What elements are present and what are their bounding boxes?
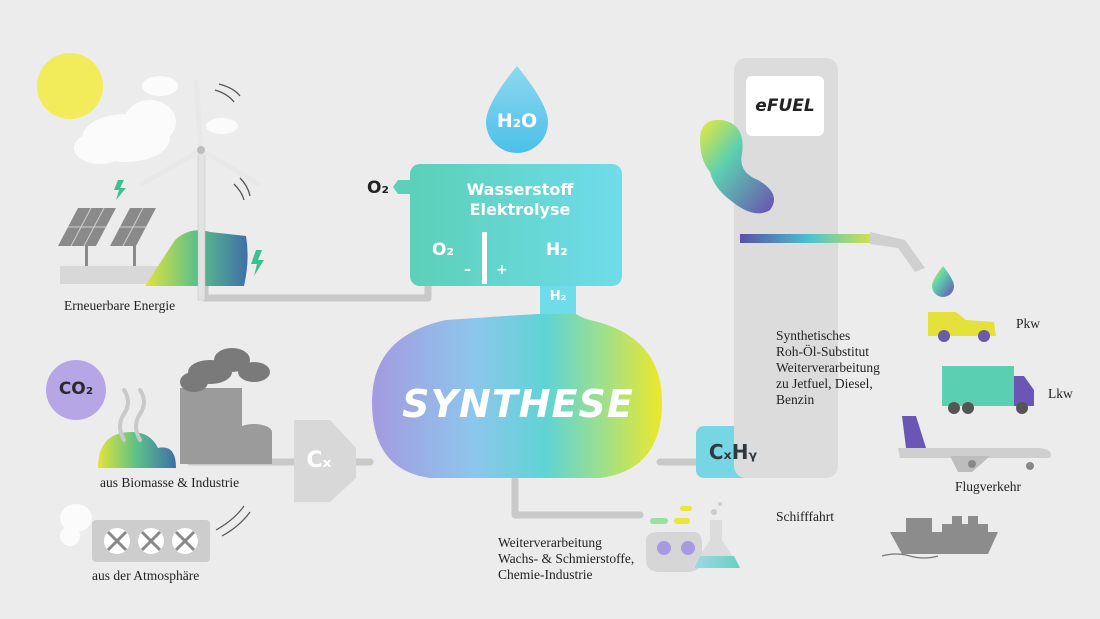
water-drop-icon: [486, 66, 548, 153]
wind-turbine-icon: [139, 79, 261, 301]
car-icon: [928, 312, 996, 342]
fuel-drop-icon: [932, 266, 954, 297]
plane-icon: [898, 416, 1051, 472]
atmosphere-label: aus der Atmosphäre: [92, 568, 200, 583]
energy-hill-icon: [145, 230, 248, 286]
substitute-line-5: Benzin: [776, 392, 815, 407]
sun-icon: [37, 53, 103, 119]
ship-icon: [881, 516, 998, 559]
electrolysis-o2-label: O₂: [432, 240, 454, 260]
electrolysis-title-line2: Elektrolyse: [469, 200, 571, 219]
crude-substitute-label: Synthetisches Roh-Öl-Substitut Weiterver…: [776, 328, 880, 408]
small-cloud-icon: [206, 118, 238, 134]
factory-icon: [180, 348, 272, 464]
efuel-brand-label: eFUEL: [755, 96, 815, 116]
car-label: Pkw: [1016, 316, 1041, 331]
small-cloud-icon: [142, 76, 178, 96]
solar-panel-icon: [58, 207, 170, 284]
electrolysis-plus-label: +: [496, 262, 508, 278]
h2-outlet: [540, 286, 576, 314]
ship-label: Schifffahrt: [776, 509, 834, 524]
synthese-label: SYNTHESE: [402, 382, 634, 426]
substitute-line-3: Weiterverarbeitung: [776, 360, 880, 375]
renewable-energy-label: Erneuerbare Energie: [64, 298, 176, 313]
co2-circle-icon: [46, 360, 106, 420]
h2-outlet-label: H₂: [549, 289, 567, 304]
o2-outlet-label: O₂: [367, 178, 389, 198]
fuel-blob-icon: [700, 119, 774, 214]
air-capture-icon: [60, 504, 251, 562]
electrolysis-h2-label: H₂: [546, 240, 568, 260]
substitute-line-4: zu Jetfuel, Diesel,: [776, 376, 873, 391]
lightning-icon: [114, 180, 264, 276]
electrolysis-title-line1: Wasserstoff: [466, 180, 574, 199]
electrode-divider: [482, 232, 487, 284]
chemistry-icon: [646, 502, 740, 572]
o2-outlet: [393, 180, 410, 194]
electrolysis-minus-label: –: [464, 262, 471, 278]
water-label: H₂O: [496, 110, 538, 132]
wind-lines-icon: [214, 83, 251, 201]
processing-line-3: Chemie-Industrie: [498, 567, 593, 582]
synthese-tank: [372, 314, 662, 478]
fuel-pump-icon: [734, 58, 925, 478]
plane-label: Flugverkehr: [955, 479, 1021, 494]
hydrocarbon-label: CₓHᵧ: [708, 440, 758, 464]
biomass-industry-label: aus Biomasse & Industrie: [100, 475, 240, 490]
substitute-line-2: Roh-Öl-Substitut: [776, 344, 870, 359]
cloud-icon: [74, 100, 176, 164]
truck-label: Lkw: [1048, 386, 1073, 401]
carbon-input-box: [294, 420, 356, 502]
processing-label: Weiterverarbeitung Wachs- & Schmierstoff…: [498, 535, 634, 583]
co2-label: CO₂: [58, 379, 94, 399]
biomass-icon: [98, 388, 176, 468]
truck-icon: [942, 366, 1034, 414]
electrolysis-box: [410, 164, 622, 286]
substitute-line-1: Synthetisches: [776, 328, 851, 343]
carbon-label: Cₓ: [306, 448, 332, 473]
processing-line-1: Weiterverarbeitung: [498, 535, 602, 550]
processing-line-2: Wachs- & Schmierstoffe,: [498, 551, 635, 566]
